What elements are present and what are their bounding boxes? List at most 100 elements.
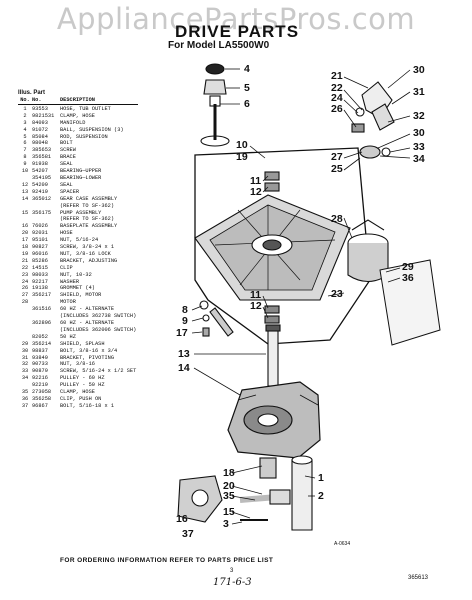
callout-number: 14: [178, 362, 190, 374]
part-ref-number: 7: [23, 147, 27, 154]
part-description: (INCLUDES 362006 SWITCH): [60, 326, 137, 333]
part-shield-motor: [379, 259, 441, 346]
part-ref-number: 29: [21, 340, 29, 347]
part-number: 361516: [32, 306, 52, 313]
part-description: SEAL: [60, 161, 73, 168]
part-description: PULLEY - 50 HZ: [60, 382, 105, 389]
part-ref-number: 32: [21, 361, 29, 368]
part-number: 85084: [32, 133, 48, 140]
part-rod-suspension-top: [203, 79, 227, 95]
part-description: (REFER TO SF-362): [60, 202, 115, 209]
col-part-header: No.: [32, 97, 42, 103]
part-ref-number: 28: [21, 299, 29, 306]
part-pump-port: [191, 489, 209, 507]
part-ref-number: 3: [23, 119, 27, 126]
part-description: NUT, 5/16-24: [60, 237, 99, 244]
callout-number: 36: [402, 272, 414, 284]
part-ref-number: 16: [21, 223, 29, 230]
callout-number: 24: [331, 92, 343, 104]
figure-code: A-0634: [334, 541, 351, 547]
callout-number: 27: [331, 151, 343, 163]
part-description: 60 HZ - ALTERNATE: [60, 320, 115, 326]
part-description: 60 HZ - ALTERNATE: [60, 306, 115, 313]
part-screw: [202, 327, 210, 337]
part-bearing-lower: [264, 182, 280, 192]
callout-number: 1: [318, 472, 324, 484]
part-number: 90827: [32, 244, 48, 251]
part-number: 92419: [32, 188, 48, 195]
parts-list-row: 361516 60 HZ - ALTERNATE: [18, 306, 138, 313]
part-description: (REFER TO SF-362): [60, 216, 115, 223]
callout-number: 31: [413, 86, 425, 98]
callout-number: 30: [413, 64, 425, 76]
part-ref-number: 26: [21, 285, 29, 292]
part-ref-number: 15: [21, 209, 29, 216]
callout-number: 19: [236, 151, 248, 163]
part-description: SCREW, 3/8-24 x 1: [60, 244, 115, 251]
part-description: MANIFOLD: [60, 119, 86, 126]
part-number: 82052: [32, 333, 48, 340]
part-description: GROMMET (4): [60, 285, 95, 292]
part-number: 362896: [32, 320, 52, 326]
part-description: NUT, 3/8-16: [60, 361, 95, 368]
part-ref-number: 17: [21, 237, 29, 244]
callout-number: 21: [331, 70, 343, 82]
part-number: 90733: [32, 361, 48, 368]
part-shaft-collar: [265, 324, 281, 332]
part-description: MOTOR: [60, 299, 76, 306]
part-number: 92216: [32, 375, 48, 382]
part-bracket-link: [209, 307, 234, 337]
parts-list-row: 362896 60 HZ - ALTERNATE: [18, 320, 138, 327]
parts-list-row: (INCLUDES 362738 SWITCH): [18, 313, 138, 320]
callout-number: 3: [223, 518, 229, 530]
callout-number: 10: [236, 139, 248, 151]
part-description: SCREW, 5/16-24 x 1/2 SET: [60, 368, 137, 375]
part-nut: [351, 123, 365, 133]
part-description: (INCLUDES 362738 SWITCH): [60, 313, 137, 320]
callout-number: 28: [331, 213, 343, 225]
callout-number: 22: [331, 82, 343, 94]
parts-list-header-1: Illus. Part: [18, 90, 46, 96]
part-number: 19138: [32, 285, 48, 292]
part-description: BALL, SUSPENSION (3): [60, 126, 124, 133]
callout-number: 2: [318, 490, 324, 502]
callout-number: 33: [413, 141, 425, 153]
part-description: GEAR CASE ASSEMBLY: [60, 195, 118, 202]
part-description: BRACKET, ADJUSTING: [60, 257, 118, 264]
part-number: 92219: [32, 382, 48, 389]
part-bolt: [199, 300, 209, 310]
callout-number: 16: [176, 513, 188, 525]
part-bracket-pivoting: [371, 103, 395, 131]
page-title: DRIVE PARTS: [175, 22, 300, 41]
parts-list-row: 82052 50 HZ: [18, 334, 138, 341]
part-ref-number: 6: [23, 140, 27, 147]
part-description: BRACKET, PIVOTING: [60, 354, 115, 361]
part-description: BOLT: [60, 140, 73, 147]
part-pump-shaft-lower: [259, 457, 277, 479]
part-description: 50 HZ: [60, 333, 76, 340]
part-number: 273058: [32, 389, 52, 396]
callout-number: 20: [223, 480, 235, 492]
part-ref-number: 1: [23, 105, 27, 112]
callout-number: 23: [331, 288, 343, 300]
part-number: 54207: [32, 168, 48, 175]
part-ref-number: 2: [23, 112, 27, 119]
part-description: HOSE: [60, 230, 73, 237]
part-ref-number: 36: [21, 395, 29, 402]
